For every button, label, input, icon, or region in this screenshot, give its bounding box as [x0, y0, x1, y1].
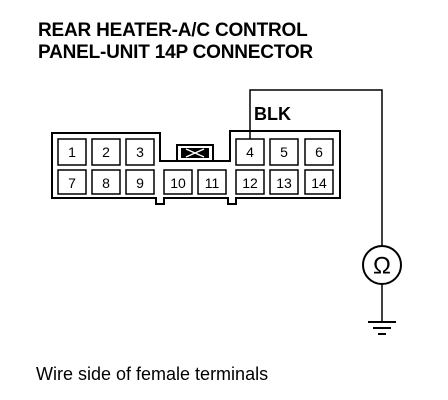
wire-color-label: BLK — [254, 104, 291, 124]
pin-6: 6 — [304, 138, 334, 166]
probe-wire — [249, 89, 383, 246]
svg-text:1: 1 — [68, 144, 76, 160]
caption: Wire side of female terminals — [36, 364, 269, 384]
title-line-1: REAR HEATER-A/C CONTROL — [38, 20, 308, 41]
pin-4: 4 — [235, 138, 265, 166]
svg-text:6: 6 — [315, 144, 323, 160]
svg-text:10: 10 — [170, 175, 186, 191]
svg-text:Ω: Ω — [373, 253, 391, 280]
ohmmeter-icon: Ω — [362, 245, 402, 285]
lock-tab — [176, 144, 214, 162]
svg-text:2: 2 — [102, 144, 110, 160]
pin-3: 3 — [125, 138, 155, 166]
pin-13: 13 — [269, 169, 299, 195]
connector-title: REAR HEATER-A/C CONTROL PANEL-UNIT 14P C… — [38, 20, 313, 64]
pin-14: 14 — [304, 169, 334, 195]
svg-text:3: 3 — [136, 144, 144, 160]
pin-5: 5 — [269, 138, 299, 166]
svg-text:11: 11 — [205, 175, 220, 191]
pin-7: 7 — [57, 169, 87, 195]
pin-11: 11 — [197, 169, 227, 195]
pin-9: 9 — [125, 169, 155, 195]
svg-text:9: 9 — [136, 175, 144, 191]
pin-8: 8 — [91, 169, 121, 195]
svg-text:14: 14 — [311, 175, 327, 191]
svg-text:5: 5 — [280, 144, 288, 160]
connector-housing — [51, 130, 341, 205]
svg-text:7: 7 — [68, 175, 76, 191]
svg-text:12: 12 — [242, 175, 258, 191]
svg-text:8: 8 — [102, 175, 110, 191]
pin-2: 2 — [91, 138, 121, 166]
pin-10: 10 — [163, 169, 193, 195]
title-line-2: PANEL-UNIT 14P CONNECTOR — [38, 42, 313, 63]
pin-12: 12 — [235, 169, 265, 195]
svg-text:4: 4 — [246, 144, 254, 160]
pin-1: 1 — [57, 138, 87, 166]
svg-text:13: 13 — [276, 175, 292, 191]
ground-icon — [368, 321, 396, 335]
